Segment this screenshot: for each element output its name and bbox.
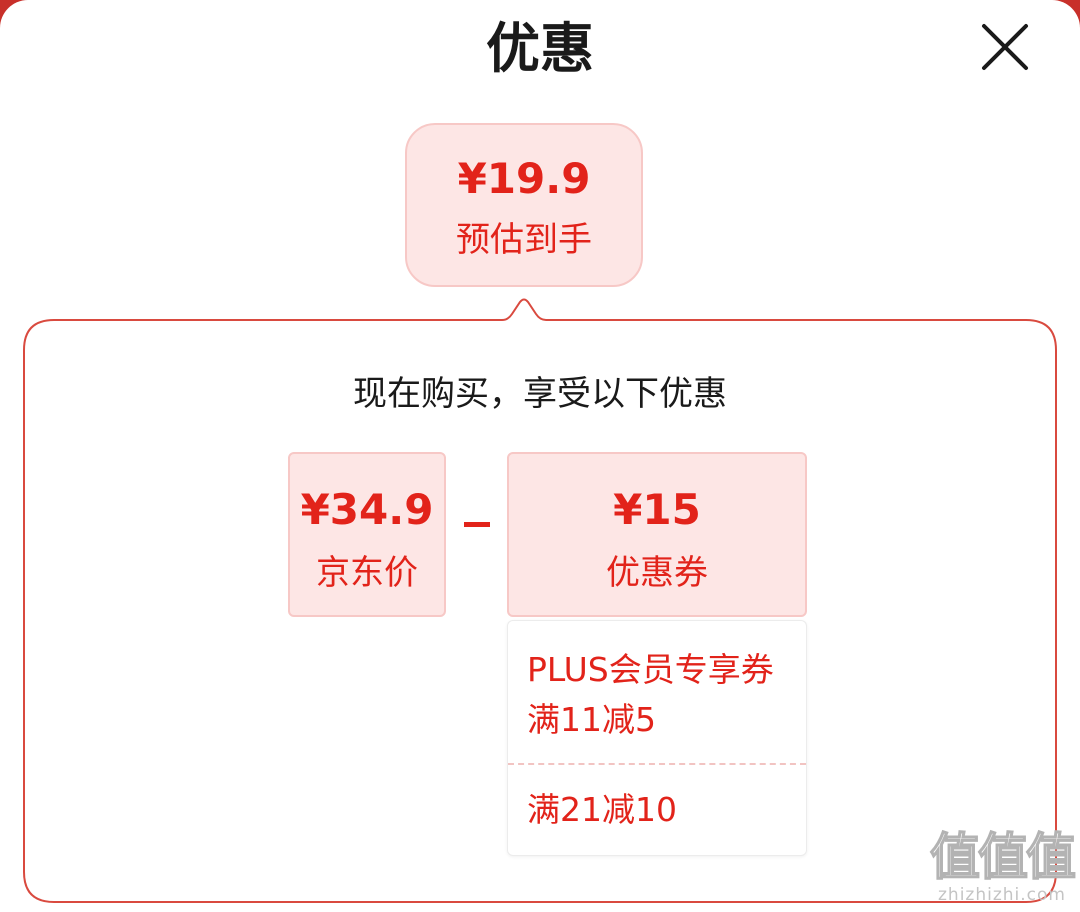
coupon-list: PLUS会员专享券 满11减5 满21减10 [507, 620, 807, 856]
coupon-divider [508, 763, 806, 765]
coupon-amount: ¥15 [613, 485, 701, 534]
close-button[interactable] [980, 22, 1030, 72]
discount-heading: 现在购买，享受以下优惠 [353, 374, 727, 414]
coupon-label: 优惠券 [606, 553, 708, 593]
estimated-price-card: ¥19.9 预估到手 [405, 123, 643, 287]
coupon-item-rule: 满11减5 [527, 700, 656, 739]
coupon-card: ¥15 优惠券 [507, 452, 807, 617]
estimated-price-label: 预估到手 [456, 220, 592, 260]
coupon-item-threshold: 满21减10 [527, 785, 802, 835]
sheet-corner-right [1052, 0, 1080, 28]
sheet-corner-left [0, 0, 28, 28]
close-icon [982, 24, 1028, 70]
coupon-item-title: PLUS会员专享券 [527, 650, 774, 689]
jd-price-label: 京东价 [316, 553, 418, 593]
jd-price-amount: ¥34.9 [300, 485, 434, 534]
estimated-price: ¥19.9 [457, 154, 591, 203]
jd-price-card: ¥34.9 京东价 [288, 452, 446, 617]
minus-icon [464, 522, 490, 527]
page-title: 优惠 [486, 17, 594, 80]
coupon-item-rule: 满21减10 [527, 790, 677, 829]
coupon-item-plus: PLUS会员专享券 满11减5 [527, 645, 802, 745]
